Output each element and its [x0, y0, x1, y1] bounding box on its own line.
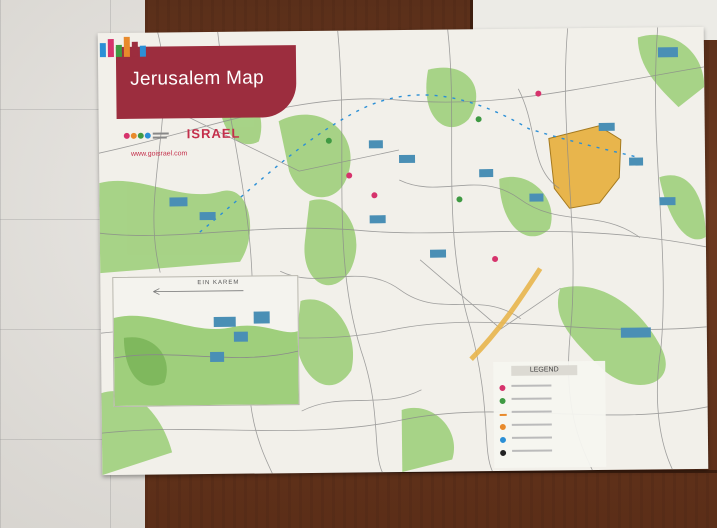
poi-dots	[325, 90, 542, 263]
legend-text-blur	[511, 397, 552, 400]
legend-rows	[493, 361, 605, 456]
highlighted-road	[469, 267, 543, 362]
sponsor-logos: ISRAEL	[121, 123, 271, 165]
legend-dot-icon	[500, 449, 507, 456]
legend-text-blur	[511, 423, 552, 426]
skyline-logo-icon	[99, 36, 146, 58]
park-areas	[99, 34, 706, 476]
old-city-area	[548, 125, 622, 209]
map-title: Jerusalem Map	[130, 67, 265, 90]
legend-row	[499, 409, 600, 420]
inset-label: EIN KAREM	[197, 279, 240, 287]
table-seam	[470, 0, 473, 40]
legend-text-blur	[511, 410, 552, 413]
legend-dot-icon	[499, 384, 506, 391]
map-artwork	[98, 27, 708, 476]
legend-title: LEGEND	[511, 365, 578, 376]
website-link: www.goisrael.com	[130, 150, 188, 158]
legend-text-blur	[511, 384, 552, 387]
ministry-logo-icon	[123, 132, 169, 139]
israel-logo: ISRAEL	[186, 125, 241, 142]
jerusalem-map-sheet: Jerusalem Map ISRAEL www.goisrael.com	[97, 26, 709, 476]
legend-dot-icon	[499, 423, 506, 430]
legend-row	[499, 422, 600, 433]
road-network	[98, 27, 708, 474]
ein-karem-inset-map: EIN KAREM	[112, 275, 300, 408]
map-legend: LEGEND	[493, 360, 607, 469]
legend-row	[500, 448, 600, 459]
legend-text-blur	[512, 449, 553, 452]
legend-dot-icon	[499, 397, 506, 404]
landmark-icons	[169, 47, 678, 338]
legend-row	[499, 396, 600, 407]
legend-row	[499, 435, 600, 446]
legend-text-blur	[511, 436, 552, 439]
legend-line-icon	[499, 413, 507, 416]
legend-row	[499, 383, 599, 394]
inset-artwork	[113, 288, 299, 407]
legend-dot-icon	[499, 436, 507, 443]
